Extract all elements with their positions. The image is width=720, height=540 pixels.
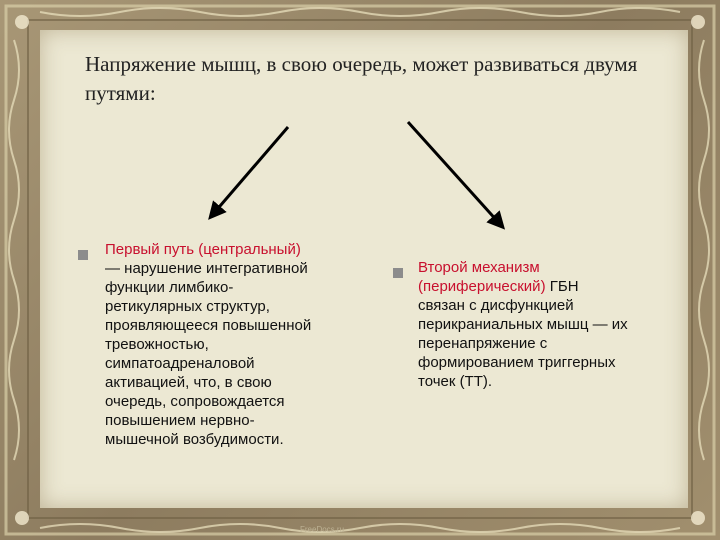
left-body: — нарушение интегративной функции лимбик…: [105, 260, 312, 448]
footer-watermark: FreeDocs.ru: [300, 525, 345, 534]
content-panel: [40, 30, 688, 508]
right-heading: Второй механизм (периферический): [418, 259, 546, 295]
left-heading: Первый путь (центральный): [105, 241, 301, 258]
bullet-icon: [393, 268, 403, 278]
left-text: Первый путь (центральный) — нарушение ин…: [105, 240, 377, 449]
right-text: Второй механизм (периферический) ГБН свя…: [418, 258, 688, 391]
bullet-icon: [78, 250, 88, 260]
right-body: ГБН связан с дисфункцией перикраниальных…: [418, 278, 628, 390]
slide-title: Напряжение мышц, в свою очередь, может р…: [85, 52, 638, 105]
